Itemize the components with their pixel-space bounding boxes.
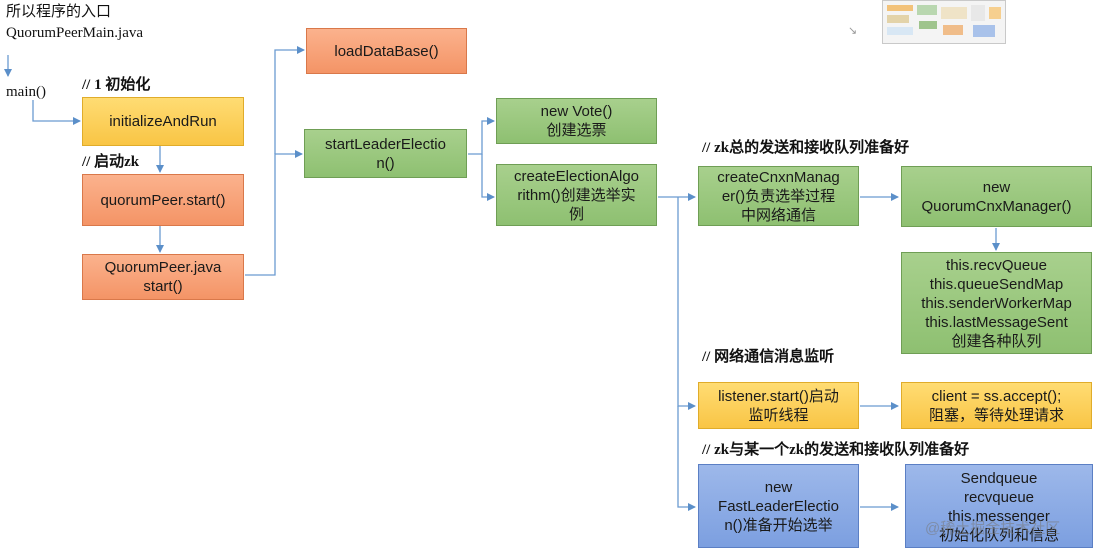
client-accept-box: client = ss.accept(); 阻塞，等待处理请求 — [901, 382, 1092, 429]
zk-peer-queues-comment: // zk与某一个zk的发送和接收队列准备好 — [702, 442, 970, 458]
zk-queues-ready-comment: // zk总的发送和接收队列准备好 — [702, 140, 910, 156]
network-listen-comment: // 网络通信消息监听 — [702, 349, 835, 365]
listener-start-box: listener.start()启动 监听线程 — [698, 382, 859, 429]
watermark: @稀土掘金技术社区 — [925, 520, 1061, 537]
cursor-icon: ↘ — [848, 25, 858, 37]
box-text: recvqueue — [963, 489, 1035, 506]
load-database-box: loadDataBase() — [306, 28, 467, 74]
box-text: this.queueSendMap — [929, 275, 1064, 293]
box-text: startLeaderElectio — [325, 135, 446, 153]
new-fast-leader-election-box: new FastLeaderElectio n()准备开始选举 — [698, 464, 859, 548]
box-text: 初始化队列和信息 — [938, 527, 1059, 544]
box-text: this.recvQueue — [946, 256, 1047, 274]
box-text: createCnxnManag — [717, 168, 840, 186]
box-text: listener.start()启动 — [718, 387, 839, 405]
box-text: 创建选票 — [546, 122, 607, 139]
box-text: QuorumPeer.java — [104, 259, 222, 276]
box-text: 例 — [568, 205, 584, 223]
entry-note-line2: QuorumPeerMain.java — [6, 25, 144, 41]
minimap-thumbnail[interactable] — [882, 0, 1006, 44]
box-text: new — [982, 178, 1011, 196]
quorum-peer-java-start-box: QuorumPeer.java start() — [82, 254, 244, 300]
queues-created-box: this.recvQueue this.queueSendMap this.se… — [901, 252, 1092, 354]
box-text: this.lastMessageSent — [925, 313, 1068, 331]
send-recv-queue-box: Sendqueue recvqueue this.messenger 初始化队列… — [905, 464, 1093, 548]
box-text: rithm()创建选举实 — [517, 186, 636, 204]
box-text: 阻塞，等待处理请求 — [928, 406, 1064, 424]
box-text: this.messenger — [948, 508, 1050, 525]
box-text: start() — [143, 278, 183, 295]
box-text: createElectionAlgo — [513, 167, 640, 185]
create-election-algorithm-box: createElectionAlgo rithm()创建选举实 例 — [496, 164, 657, 226]
step-start-zk-comment: // 启动zk — [82, 154, 140, 170]
start-leader-election-box: startLeaderElectio n() — [304, 129, 467, 178]
entry-note-line1: 所以程序的入口 — [6, 4, 112, 20]
box-text: FastLeaderElectio — [718, 497, 839, 515]
box-text: QuorumCnxManager() — [921, 197, 1072, 215]
main-method-label: main() — [6, 84, 46, 100]
step-init-comment: // 1 初始化 — [82, 77, 151, 93]
box-text: loadDataBase() — [334, 42, 439, 60]
box-text: client = ss.accept(); — [931, 387, 1062, 405]
box-text: 监听线程 — [748, 406, 809, 424]
create-cnxn-manager-box: createCnxnManag er()负责选举过程 中网络通信 — [698, 166, 859, 226]
box-text: er()负责选举过程 — [721, 187, 836, 205]
box-text: n() — [376, 154, 395, 172]
box-text: quorumPeer.start() — [100, 191, 226, 209]
box-text: initializeAndRun — [109, 113, 217, 130]
box-text: Sendqueue — [960, 470, 1038, 487]
new-vote-box: new Vote() 创建选票 — [496, 98, 657, 144]
new-quorum-cnxn-manager-box: new QuorumCnxManager() — [901, 166, 1092, 227]
box-text: new Vote() — [540, 103, 613, 120]
box-text: n()准备开始选举 — [724, 516, 833, 534]
quorum-peer-start-box: quorumPeer.start() — [82, 174, 244, 226]
box-text: this.senderWorkerMap — [921, 294, 1072, 312]
box-text: 创建各种队列 — [951, 332, 1042, 350]
box-text: new — [764, 478, 793, 496]
box-text: 中网络通信 — [740, 206, 816, 224]
initialize-and-run-box: initializeAndRun — [82, 97, 244, 146]
